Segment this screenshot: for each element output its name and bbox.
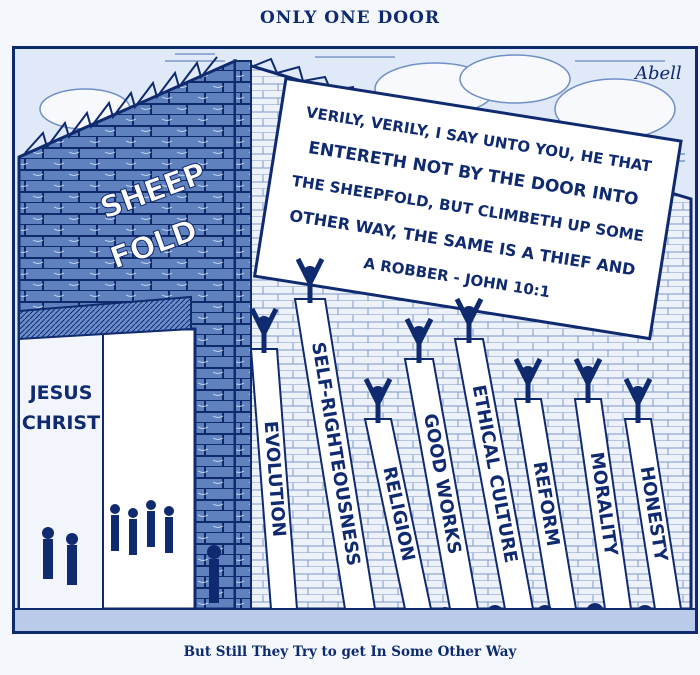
cartoon-caption: But Still They Try to get In Some Other … (183, 644, 517, 660)
cartoon-artwork: SHEEP FOLD JESUS CHRIST VERILY, VERILY, … (12, 46, 698, 634)
scripture-banner: VERILY, VERILY, I SAY UNTO YOU, HE THAT … (252, 76, 683, 341)
cartoon-title: ONLY ONE DOOR (260, 8, 440, 28)
sky-hatching (165, 53, 685, 162)
artist-signature: Abell (633, 63, 682, 84)
door-label-line2: CHRIST (22, 412, 100, 434)
people-entering-door (42, 500, 221, 603)
ladder-8: HONESTY (623, 377, 683, 610)
door-label-line1: JESUS (28, 382, 93, 404)
cartoon-scene: SHEEP FOLD JESUS CHRIST VERILY, VERILY, … (15, 49, 695, 631)
